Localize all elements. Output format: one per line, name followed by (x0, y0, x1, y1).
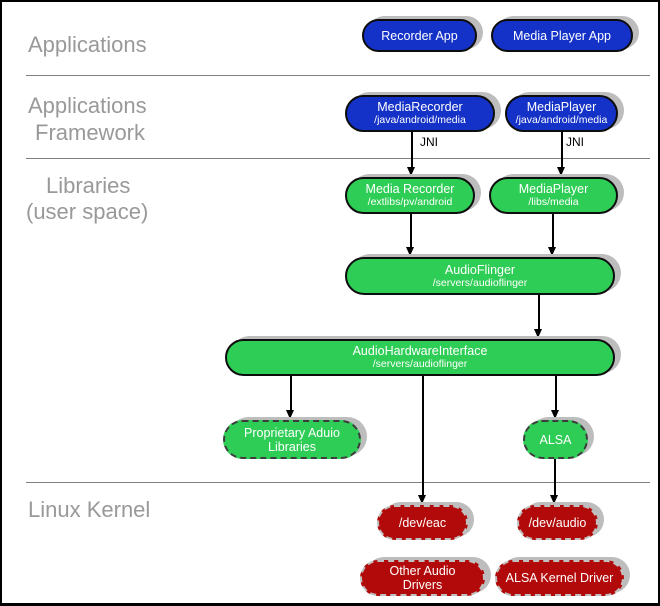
arrow-down-icon (534, 329, 542, 338)
audio-hardware-interface-node: AudioHardwareInterface/servers/audioflin… (225, 339, 615, 376)
arrow-down-icon (551, 410, 559, 419)
node-title: Recorder App (381, 28, 458, 43)
node-subtitle: /servers/audioflinger (372, 358, 468, 371)
layer-label-linux-kernel: Linux Kernel (28, 497, 151, 522)
arrow-down-icon (418, 495, 426, 504)
node-title: AudioFlinger (444, 262, 516, 277)
arrow-down-icon (548, 247, 556, 256)
layer-label-libraries-1: Libraries (46, 173, 131, 198)
edge-line-ahi-to-alsa (555, 376, 557, 410)
edge-line-mediaplayer-to-audioflinger (552, 214, 554, 247)
jni-label: JNI (420, 135, 438, 149)
layer-label-applications: Applications (28, 32, 147, 57)
node-subtitle: /extlibs/pv/android (367, 196, 453, 209)
proprietary-audio-libraries-node: Proprietary Aduio Libraries (223, 420, 361, 459)
arrow-down-icon (557, 167, 565, 176)
alsa-node: ALSA (523, 420, 588, 459)
node-title: Proprietary Aduio Libraries (244, 425, 340, 454)
node-title: /dev/audio (528, 515, 587, 530)
media-player-framework-node: MediaPlayer/java/android/media (505, 95, 618, 132)
node-title: Media Player App (513, 28, 611, 43)
recorder-app-node: Recorder App (362, 19, 477, 52)
media-recorder-library-node: Media Recorder/extlibs/pv/android (345, 177, 475, 214)
node-title: MediaRecorder (377, 100, 463, 115)
node-title: Media Recorder (365, 182, 455, 197)
arrow-down-icon (550, 495, 558, 504)
dev-audio-node: /dev/audio (517, 505, 598, 540)
arrow-down-icon (406, 247, 414, 256)
node-title: MediaPlayer (518, 182, 589, 197)
arrow-down-icon (286, 410, 294, 419)
layer-label-applications-framework-1: Applications (28, 93, 147, 118)
alsa-kernel-driver-node: ALSA Kernel Driver (495, 560, 624, 596)
media-recorder-framework-node: MediaRecorder/java/android/media (345, 95, 495, 132)
layer-label-applications-framework-2: Framework (35, 120, 146, 145)
media-player-library-node: MediaPlayer/libs/media (489, 177, 618, 214)
edge-line-alsa-to-dev-audio (554, 459, 556, 495)
audio-flinger-node: AudioFlinger/servers/audioflinger (345, 257, 615, 295)
node-title: ALSA (539, 432, 572, 447)
node-title: Other Audio Drivers (389, 564, 456, 592)
edge-line-mediaplayer-fw-to-lib (561, 131, 563, 167)
edge-line-mediarecorder-fw-to-lib (411, 131, 413, 167)
layer-label-libraries-2: (user space) (26, 199, 149, 224)
layer-divider (26, 158, 650, 159)
layer-divider (26, 482, 650, 483)
node-title: AudioHardwareInterface (352, 344, 488, 359)
node-title: MediaPlayer (526, 100, 597, 115)
node-title: /dev/eac (398, 515, 447, 530)
media-player-app-node: Media Player App (491, 19, 633, 52)
dev-eac-node: /dev/eac (377, 505, 468, 540)
arrow-down-icon (407, 167, 415, 176)
edge-line-mediarecorder-to-audioflinger (410, 214, 412, 247)
other-audio-drivers-node: Other Audio Drivers (360, 560, 485, 596)
node-subtitle: /java/android/media (515, 114, 608, 127)
node-subtitle: /libs/media (528, 196, 579, 209)
node-subtitle: /java/android/media (374, 114, 466, 127)
node-subtitle: /servers/audioflinger (432, 276, 528, 289)
layer-divider (26, 75, 650, 76)
edge-line-audioflinger-to-ahi (538, 295, 540, 329)
jni-label: JNI (566, 135, 584, 149)
edge-line-ahi-to-proprietary (290, 376, 292, 410)
node-title: ALSA Kernel Driver (505, 571, 614, 585)
edge-line-ahi-to-dev-eac (422, 376, 424, 495)
